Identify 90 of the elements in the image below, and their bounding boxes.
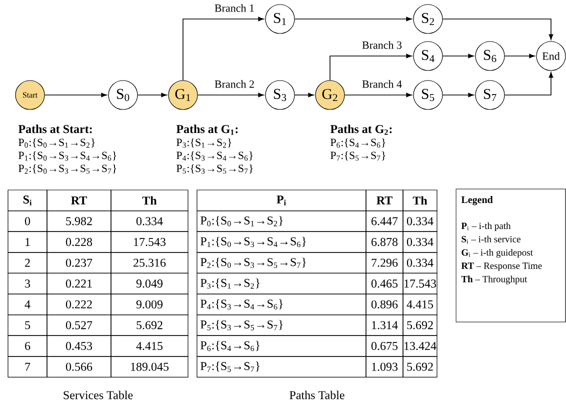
table-cell: 9.049 (110, 272, 188, 294)
edge-label: Branch 2 (214, 80, 254, 88)
arrow (504, 54, 535, 58)
table-cell: 0.334 (402, 252, 438, 274)
table-cell: 0.334 (402, 210, 438, 232)
heading: Paths at G$_{2}$: (330, 124, 392, 135)
table-cell: P$_{4}$:{S$_{3}$→S$_{4}$→S$_{6}$} (196, 294, 366, 316)
edge-label: Branch 1 (214, 4, 254, 12)
table-cell: P$_{2}$:{S$_{0}$→S$_{3}$→S$_{5}$→S$_{7}$} (196, 252, 366, 274)
table-caption: Services Table (64, 390, 133, 400)
legend-entry: G$_{i}$ – i-th guidepost (462, 249, 533, 258)
edge-label: Branch 3 (362, 41, 402, 49)
arrow (294, 16, 412, 22)
table-cell: 1.314 (366, 314, 404, 336)
table-cell: 5.692 (402, 314, 438, 336)
table-cell: 0.237 (46, 252, 112, 274)
table-cell: 0.896 (366, 294, 404, 316)
table-cell: 7 (8, 356, 48, 378)
heading: Paths at G$_{1}$: (176, 124, 238, 135)
table-cell: 5.982 (46, 210, 112, 232)
table-cell: 0.228 (46, 231, 112, 253)
legend-entry: S$_{i}$ – i-th service (462, 236, 520, 244)
table-cell: 7.296 (366, 252, 404, 274)
arrow (182, 16, 264, 81)
table-cell: 0.675 (366, 335, 404, 357)
arrow (197, 92, 264, 98)
table-cell: 4.415 (110, 335, 188, 357)
table-cell: P$_{5}$:{S$_{3}$→S$_{5}$→S$_{7}$} (196, 314, 366, 336)
table-cell: P$_{6}$:{S$_{4}$→S$_{6}$} (196, 335, 366, 357)
table-cell: RT (366, 190, 404, 212)
legend-entry: Th – Throughput (461, 276, 528, 284)
arrow (442, 92, 474, 98)
table-cell: 189.045 (110, 356, 188, 378)
path-text: P$_{1}$:{S$_{0}$→S$_{3}$→S$_{4}$→S$_{6}$} (18, 151, 116, 161)
table-cell: 13.424 (402, 335, 438, 357)
arrow (137, 92, 167, 98)
table-cell: 0.527 (46, 314, 112, 336)
arrow (442, 54, 474, 58)
table-cell: 25.316 (110, 252, 188, 274)
arrow (330, 54, 412, 81)
table-cell: P$_{3}$:{S$_{1}$→S$_{2}$} (196, 272, 366, 294)
path-text: P$_{2}$:{S$_{0}$→S$_{3}$→S$_{5}$→S$_{7}$} (18, 164, 116, 174)
legend-entry: RT – Response Time (461, 262, 542, 271)
path-text: P$_{7}$:{S$_{5}$→S$_{7}$} (330, 151, 386, 161)
table-cell: 9.009 (110, 294, 188, 316)
table-cell: 5 (8, 314, 48, 336)
table-cell: 0.334 (110, 210, 188, 232)
path-text: P$_{3}$:{S$_{1}$→S$_{2}$} (176, 138, 232, 148)
table-cell: 17.543 (402, 272, 438, 294)
table-cell: Th (110, 190, 188, 212)
table-cell: 0.222 (46, 294, 112, 316)
table-cell: 0.221 (46, 272, 112, 294)
table-cell: 2 (8, 252, 48, 274)
table-caption: Paths Table (290, 390, 344, 400)
table-cell: 4 (8, 294, 48, 316)
table-cell: 6.878 (366, 231, 404, 253)
heading: Paths at Start: (18, 124, 92, 134)
table-cell: P$_{i}$ (196, 190, 366, 212)
table-cell: P$_{1}$:{S$_{0}$→S$_{3}$→S$_{4}$→S$_{6}$} (196, 231, 366, 253)
legend-title: Legend (461, 196, 493, 206)
arrow (442, 18, 554, 40)
table-cell: 6.447 (366, 210, 404, 232)
table-cell: 17.543 (110, 231, 188, 253)
table-cell: P$_{0}$:{S$_{0}$→S$_{1}$→S$_{2}$} (196, 210, 366, 232)
table-cell: 5.692 (110, 314, 188, 336)
table-cell: 0 (8, 210, 48, 232)
table-cell: P$_{7}$:{S$_{5}$→S$_{7}$} (196, 356, 366, 378)
table-cell: 4.415 (402, 294, 438, 316)
table-cell: 1.093 (366, 356, 404, 378)
table-cell: RT (46, 190, 112, 212)
table-cell: 5.692 (402, 356, 438, 378)
edge-label: Branch 4 (362, 80, 402, 88)
table-cell: Th (402, 190, 438, 212)
path-text: P$_{0}$:{S$_{0}$→S$_{1}$→S$_{2}$} (18, 138, 95, 148)
table-cell: 0.566 (46, 356, 112, 378)
legend-entry: P$_{i}$ – i-th path (461, 222, 511, 232)
path-text: P$_{5}$:{S$_{3}$→S$_{5}$→S$_{7}$} (176, 164, 253, 174)
table-cell: 1 (8, 231, 48, 253)
table-cell: 6 (8, 335, 48, 357)
arrow (294, 92, 314, 98)
table-cell: 3 (8, 272, 48, 294)
path-text: P$_{4}$:{S$_{3}$→S$_{4}$→S$_{6}$} (176, 151, 253, 161)
arrow (44, 92, 107, 98)
table-cell: 0.465 (366, 272, 404, 294)
path-text: P$_{6}$:{S$_{4}$→S$_{6}$} (330, 138, 386, 148)
arrow (504, 72, 554, 96)
table-cell: S$_{i}$ (8, 190, 48, 212)
table-cell: 0.453 (46, 335, 112, 357)
arrow (344, 92, 412, 98)
table-cell: 0.334 (402, 231, 438, 253)
